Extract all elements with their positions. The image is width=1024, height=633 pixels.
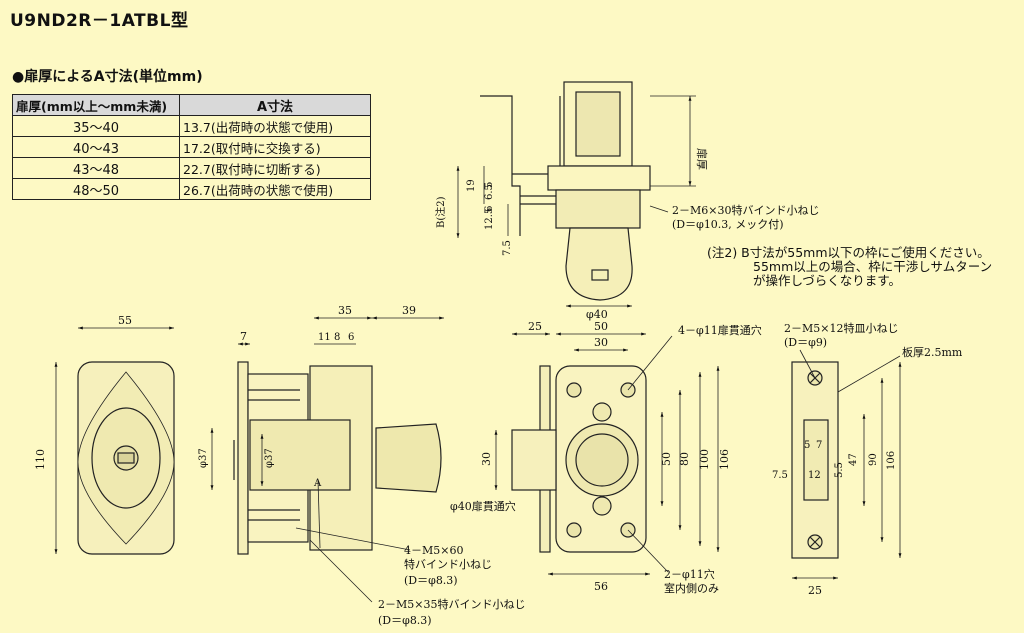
dim-label: 7 — [816, 440, 822, 451]
note-line: 55mm以上の場合、枠に干渉しサムターン — [753, 259, 993, 274]
side-view — [210, 316, 444, 603]
dim-label: 50 — [594, 320, 608, 333]
dim-label: 106 — [718, 449, 731, 470]
table-row: 48～50 26.7(出荷時の状態で使用) — [12, 178, 371, 200]
dim-label: 30 — [480, 452, 493, 466]
dim-label: φ37 — [264, 448, 275, 468]
dim-label: A — [313, 478, 322, 489]
table-cell: 26.7(出荷時の状態で使用) — [179, 178, 371, 200]
dim-label: φ40 — [586, 308, 608, 321]
dim-label: 25 — [528, 320, 542, 333]
dim-label: 5.5 — [834, 462, 845, 478]
dim-label: 35 — [338, 304, 352, 317]
table-heading: ●扉厚によるA寸法(単位mm) — [12, 69, 203, 85]
table-header-a: A寸法 — [179, 94, 371, 116]
table-cell: 22.7(取付時に切断する) — [179, 157, 371, 179]
table-cell: 48～50 — [12, 178, 180, 200]
dim-label: 80 — [678, 452, 691, 466]
screw-label: 2－M6×30特バインド小ねじ — [672, 203, 819, 217]
dim-label: 7.5 — [772, 470, 788, 481]
plate-label: 板厚2.5mm — [902, 345, 963, 359]
dim-label: 55 — [118, 314, 132, 327]
screw-label: 4－M5×60 — [404, 544, 463, 557]
table-cell: 17.2(取付時に交換する) — [179, 136, 371, 158]
dim-label: 7.5 — [502, 240, 513, 256]
model-title: U9ND2R－1ATBL型 — [10, 11, 189, 31]
dim-label: 25 — [808, 584, 822, 597]
dim-label: 30 — [594, 336, 608, 349]
dim-label: 106 — [886, 451, 897, 470]
dim-label: 50 — [660, 452, 673, 466]
screw-label: (D＝φ8.3) — [378, 614, 432, 627]
dim-label: 110 — [34, 449, 47, 470]
dimension-table: 扉厚(mm以上～mm未満) A寸法 35～40 13.7(出荷時の状態で使用) … — [12, 94, 371, 200]
dim-label: 12 — [808, 470, 821, 481]
screw-label: 2－M5×35特バインド小ねじ — [378, 597, 525, 611]
table-header-thickness: 扉厚(mm以上～mm未満) — [12, 94, 180, 116]
note-2: (注2) B寸法が55mm以下の枠にご使用ください。 55mm以上の場合、枠に干… — [707, 246, 992, 288]
dim-label: 5 — [804, 440, 810, 451]
dim-label: 47 — [848, 453, 859, 466]
dim-label: 6 — [484, 206, 495, 212]
screw-label: 特バインド小ねじ — [404, 557, 492, 571]
dim-label: 7 — [240, 330, 247, 343]
dim-label: 19 — [466, 179, 477, 192]
dim-label: 12.5 — [484, 208, 495, 230]
top-view — [456, 81, 696, 308]
dim-label: 6.5 — [484, 184, 495, 200]
dim-label: 56 — [594, 580, 608, 593]
hole-label: 室内側のみ — [664, 581, 719, 595]
strike-view — [791, 349, 902, 580]
case-view — [494, 332, 720, 576]
dim-label: 39 — [402, 304, 416, 317]
dim-label: 100 — [698, 449, 711, 470]
hole-label: φ40扉貫通穴 — [450, 499, 516, 513]
table-row: 43～48 22.7(取付時に切断する) — [12, 157, 371, 179]
dim-label: 8 — [334, 332, 340, 343]
dim-label: φ37 — [198, 448, 209, 468]
b-note-label: B(注2) — [434, 196, 447, 228]
hole-label: 2－φ11穴 — [664, 567, 715, 581]
note-line: が操作しづらくなります。 — [753, 273, 902, 288]
door-thickness-label: 扉厚 — [695, 148, 708, 170]
table-cell: 43～48 — [12, 157, 180, 179]
screw-label: (D＝φ10.3, メック付) — [672, 218, 784, 231]
hole-label: 4－φ11扉貫通穴 — [678, 323, 762, 337]
front-view — [54, 326, 175, 555]
dim-label: 90 — [868, 453, 879, 466]
note-line: (注2) B寸法が55mm以下の枠にご使用ください。 — [707, 245, 990, 260]
dim-label: 11 — [318, 332, 331, 343]
dim-label: 5 — [484, 182, 495, 188]
screw-label: (D＝φ9) — [784, 336, 827, 349]
screw-label: (D＝φ8.3) — [404, 574, 458, 587]
dim-label: 6 — [348, 332, 354, 343]
screw-label: 2－M5×12特皿小ねじ — [784, 321, 898, 335]
